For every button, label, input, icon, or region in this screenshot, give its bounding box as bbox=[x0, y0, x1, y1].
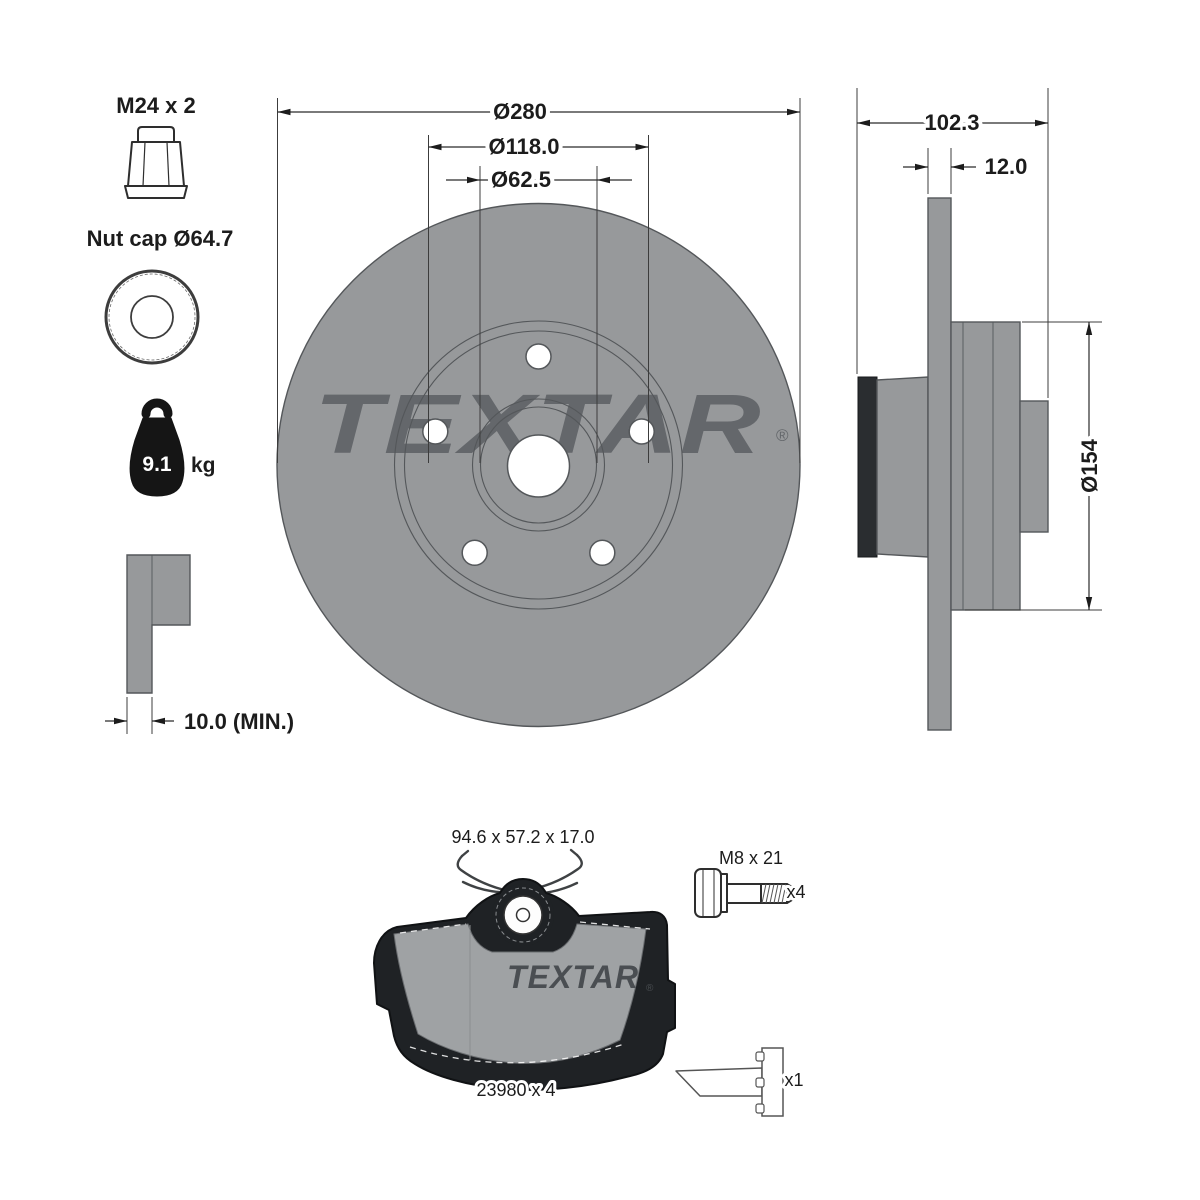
pad-logo-registered-mark: ® bbox=[646, 983, 654, 994]
bolt-hole bbox=[525, 343, 552, 370]
abs-encoder-ring bbox=[857, 376, 878, 558]
pad-dashed-line bbox=[399, 923, 467, 934]
weight-spec: 9.1 kg bbox=[129, 398, 216, 497]
hub-center-step bbox=[1019, 400, 1049, 533]
side-width-label: 102.3 bbox=[924, 110, 979, 135]
dim-bolt-circle-label: Ø118.0 bbox=[489, 134, 560, 159]
hub-cone bbox=[876, 376, 929, 558]
bolt-quantity: x4 bbox=[786, 882, 805, 902]
weight-icon: 9.1 bbox=[129, 398, 185, 497]
bolt-hole bbox=[628, 418, 655, 445]
disc-side-view: 102.3 12.0 Ø154 bbox=[856, 88, 1106, 731]
watermark-registered-mark: ® bbox=[776, 426, 789, 445]
pad-dashed-line bbox=[579, 921, 651, 930]
arrowhead bbox=[1085, 322, 1093, 335]
hub-ring-inner bbox=[479, 406, 598, 524]
arrowhead bbox=[152, 717, 165, 725]
friction-edge-ring-inner bbox=[403, 330, 674, 600]
nut-label: M24 x 2 bbox=[116, 93, 196, 118]
friction-edge-ring-outer bbox=[393, 320, 684, 610]
wear-indicator-icon bbox=[675, 1047, 784, 1117]
nut-spec: M24 x 2 bbox=[112, 89, 200, 199]
pad-dimensions-label: 94.6 x 57.2 x 17.0 bbox=[451, 827, 594, 847]
bolt-hole bbox=[422, 418, 449, 445]
arrowhead bbox=[635, 143, 649, 151]
min-thickness-label: 10.0 (MIN.) bbox=[184, 709, 294, 734]
centre-bore bbox=[506, 434, 571, 498]
arrowhead bbox=[277, 108, 291, 116]
arrowhead bbox=[114, 717, 127, 725]
accessory-spec: x1 bbox=[675, 1047, 807, 1117]
bolt-label: M8 x 21 bbox=[719, 848, 783, 868]
bolt-hole bbox=[461, 539, 488, 567]
dim-outer-diameter-label: Ø280 bbox=[493, 99, 547, 124]
hub-flange bbox=[950, 321, 1021, 611]
disc-plate-section bbox=[927, 197, 952, 731]
arrowhead bbox=[428, 143, 442, 151]
arrowhead bbox=[1085, 597, 1093, 610]
min-thickness-spec: 10.0 (MIN.) bbox=[105, 554, 298, 738]
bolt-icon bbox=[694, 868, 793, 918]
nut-cap-spec: Nut cap Ø64.7 bbox=[83, 222, 237, 365]
pad-part-number-label: 23980 x 4 bbox=[476, 1080, 555, 1100]
nut-cap-icon bbox=[104, 269, 200, 365]
disc-front-view: TEXTAR ® Ø280 Ø118.0 bbox=[276, 95, 801, 728]
arrowhead bbox=[857, 119, 870, 127]
dim-hub-diameter-label: Ø62.5 bbox=[491, 167, 551, 192]
nut-icon bbox=[124, 126, 188, 199]
brake-pad-view: 94.6 x 57.2 x 17.0 TEXTAR ® 23980 x 4 bbox=[373, 824, 676, 1103]
bolt-spec: M8 x 21 x4 bbox=[694, 845, 809, 918]
pad-friction-surface bbox=[393, 923, 647, 1064]
disc-cross-section-icon bbox=[126, 554, 191, 694]
arrowhead bbox=[951, 163, 964, 171]
bolt-thread-hatch bbox=[761, 883, 787, 904]
pad-logo: TEXTAR bbox=[507, 959, 639, 995]
hub-ring-outer bbox=[471, 398, 606, 532]
side-hub-diameter-label: Ø154 bbox=[1077, 438, 1102, 493]
arrowhead bbox=[787, 108, 800, 116]
bolt-hole bbox=[589, 539, 616, 567]
arrowhead bbox=[597, 176, 610, 184]
pad-damper-boss bbox=[492, 884, 554, 946]
weight-value: 9.1 bbox=[142, 453, 172, 476]
arrowhead bbox=[467, 176, 480, 184]
accessory-quantity: x1 bbox=[784, 1070, 803, 1090]
bolt-holes bbox=[422, 343, 655, 567]
arrowhead bbox=[1035, 119, 1048, 127]
pad-dashed-line bbox=[409, 1043, 625, 1064]
nut-cap-label: Nut cap Ø64.7 bbox=[87, 226, 234, 251]
spring-clip-icon bbox=[456, 848, 583, 895]
weight-unit: kg bbox=[191, 454, 216, 477]
side-thickness-label: 12.0 bbox=[985, 154, 1028, 179]
arrowhead bbox=[915, 163, 928, 171]
